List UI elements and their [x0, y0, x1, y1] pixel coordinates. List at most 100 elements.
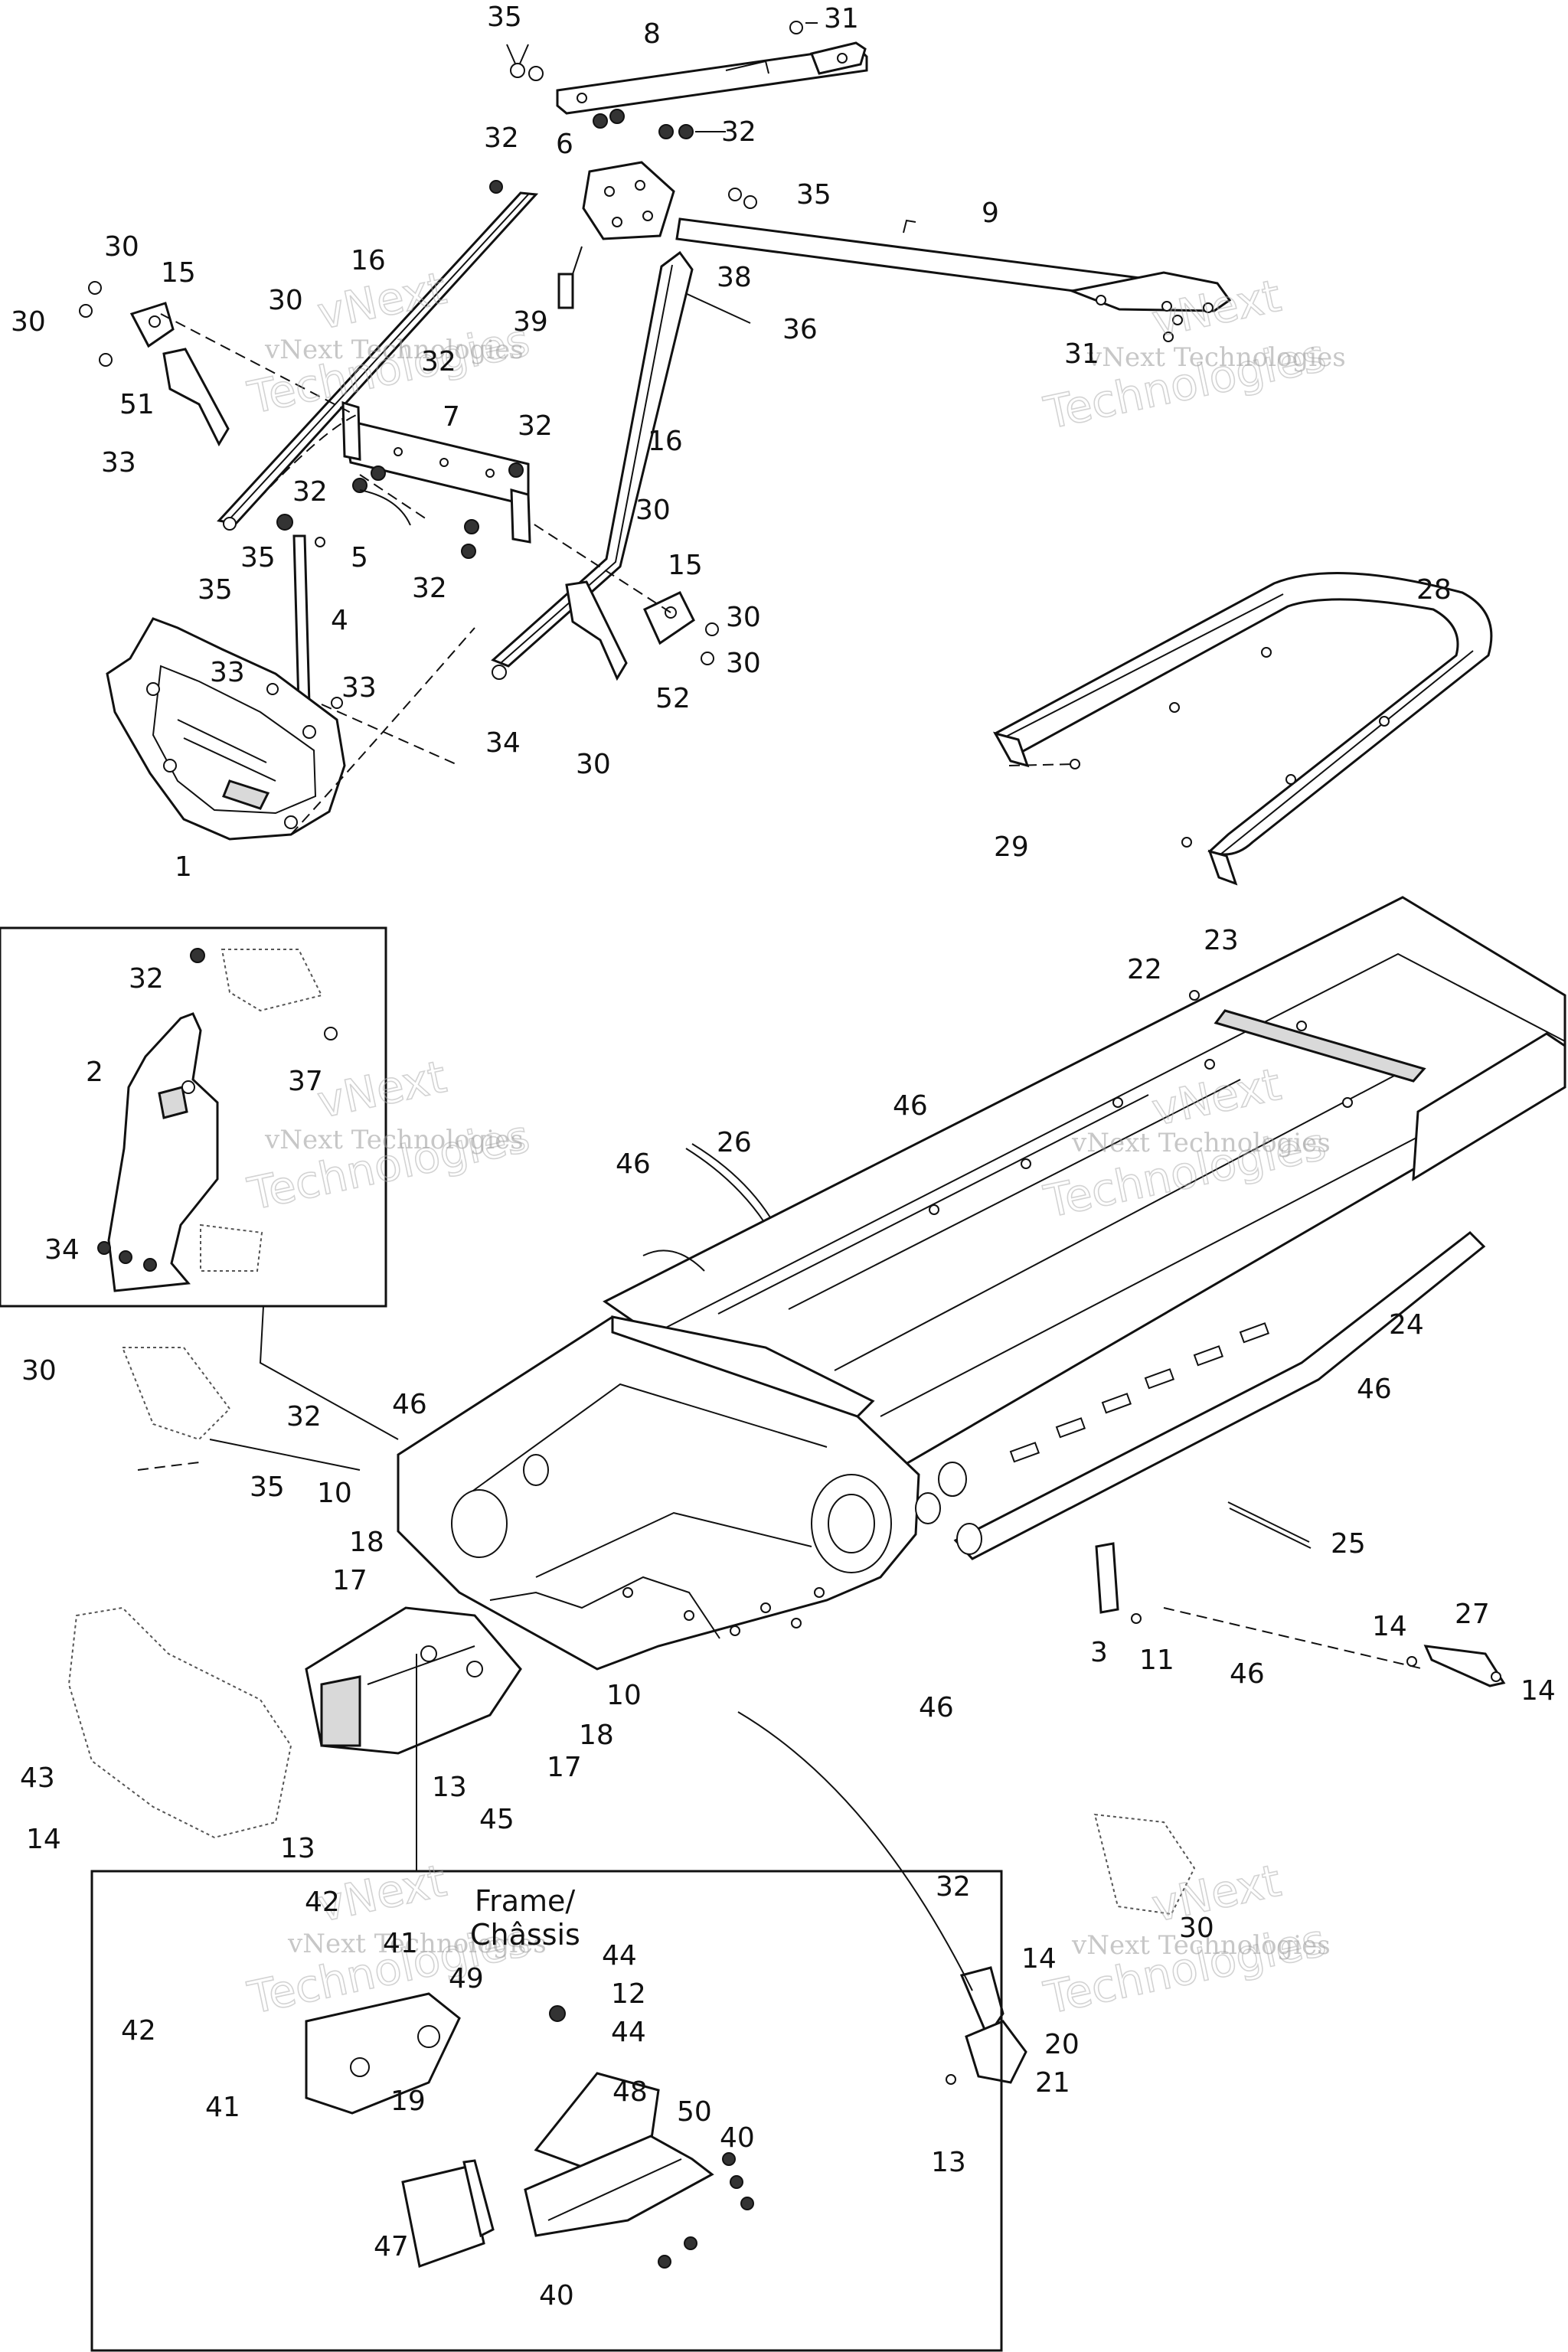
callout: 48: [612, 2076, 648, 2108]
callout: 2: [86, 1057, 103, 1088]
callout: 27: [1455, 1599, 1490, 1630]
callout: 41: [383, 1928, 418, 1959]
callout: 30: [635, 495, 671, 526]
callout: 40: [720, 2122, 755, 2154]
callout: 36: [782, 314, 818, 345]
callout: 14: [26, 1824, 61, 1855]
chassis-front-section: [397, 1250, 982, 1671]
callout: 6: [556, 129, 573, 160]
callout: 39: [513, 306, 548, 338]
bracket-52: [565, 580, 628, 681]
callout: 24: [1389, 1309, 1424, 1341]
callout: 32: [292, 476, 328, 508]
side-tube-16-right: [491, 250, 694, 680]
callout: 49: [449, 1963, 484, 1994]
callout: 32: [412, 573, 447, 604]
callout: 30: [21, 1355, 57, 1387]
watermark-small: vNext Technologies: [1071, 1930, 1331, 1961]
watermark-small: vNext Technologies: [264, 1125, 524, 1155]
callout: 17: [332, 1565, 368, 1596]
callout: 52: [655, 683, 691, 714]
callout: 45: [479, 1804, 514, 1835]
callout: 42: [121, 2015, 156, 2047]
rear-bumper-28: [992, 572, 1493, 886]
callout: 40: [539, 2280, 574, 2311]
watermark-small: vNext Technologies: [1086, 342, 1346, 373]
callout: 35: [796, 179, 831, 211]
callout: 26: [717, 1127, 752, 1158]
callout: 35: [487, 2, 522, 33]
mount-plate-6: [489, 109, 726, 240]
callout: 3: [1090, 1637, 1108, 1668]
callout: 23: [1204, 925, 1239, 956]
callout: 42: [305, 1886, 340, 1918]
callout: 32: [129, 963, 164, 995]
callout: 43: [20, 1762, 55, 1794]
main-chassis-tunnel: [603, 896, 1566, 1560]
callout: 32: [936, 1871, 971, 1903]
callout: 32: [484, 122, 519, 154]
callout: 41: [205, 2092, 240, 2123]
callout: 47: [374, 2231, 409, 2262]
callout: 46: [392, 1389, 427, 1420]
callout: 30: [104, 231, 139, 263]
side-slats: [1009, 1322, 1270, 1463]
inset-box-frame: [90, 1870, 1003, 2352]
callout: 30: [268, 285, 303, 316]
callout: 32: [518, 410, 553, 442]
callout: 30: [576, 749, 611, 780]
callout: 16: [351, 245, 386, 276]
callout: 29: [994, 831, 1029, 863]
callout: 16: [648, 426, 683, 457]
callout: 15: [668, 550, 703, 581]
callout: 37: [288, 1066, 323, 1097]
callout: 14: [1372, 1611, 1407, 1642]
callout: 12: [611, 1978, 646, 2010]
watermark-small: vNext Technologies: [1071, 1128, 1331, 1158]
mount-bracket-3: [1095, 1542, 1142, 1624]
brackets-20-21: [946, 1966, 1027, 2085]
callout: 35: [250, 1472, 285, 1503]
callout: 35: [198, 574, 233, 606]
callout: 11: [1139, 1645, 1174, 1676]
callout: 13: [931, 2147, 966, 2178]
callout: 38: [717, 262, 752, 293]
callout: 32: [286, 1401, 322, 1432]
callout: 18: [579, 1720, 614, 1751]
watermark-large: vNext: [313, 1050, 451, 1129]
slide-rail-25: [1227, 1501, 1312, 1549]
frame-label: Frame/: [475, 1884, 575, 1918]
watermark-large: Technologies: [243, 314, 534, 424]
front-cradle: [67, 1347, 1196, 1916]
bracket-15-lower: [643, 591, 719, 665]
bracket-51: [162, 348, 230, 447]
callout: 8: [643, 18, 661, 50]
callout: 22: [1127, 954, 1162, 985]
callout: 18: [349, 1527, 384, 1558]
bracket-27: [1406, 1645, 1506, 1687]
callout: 14: [1521, 1675, 1556, 1707]
callout: 51: [119, 389, 155, 420]
watermark-large: vNext: [1148, 1854, 1285, 1932]
callout: 14: [1021, 1943, 1057, 1975]
callout: 46: [1357, 1374, 1392, 1405]
inset-box-part-2: [0, 926, 387, 1308]
cross-member-7: [341, 400, 531, 559]
callout: 33: [341, 672, 377, 704]
callout: 9: [982, 198, 999, 229]
callout: 5: [351, 542, 368, 573]
callout: 28: [1416, 574, 1452, 606]
callout: 10: [606, 1680, 642, 1711]
callout: 20: [1044, 2029, 1080, 2060]
callout: 34: [485, 727, 521, 759]
callout: 31: [1064, 338, 1099, 370]
watermark-small: vNext Technologies: [287, 1929, 547, 1959]
callout: 33: [210, 657, 245, 688]
watermarks: vNext Technologies vNext Technologies vN…: [243, 261, 1346, 2025]
long-arm-9: [675, 188, 1232, 342]
callout: 34: [44, 1234, 80, 1266]
bracket-15-upper: [79, 281, 175, 367]
leader-lines: [137, 313, 1425, 1991]
callout: 30: [726, 648, 761, 679]
